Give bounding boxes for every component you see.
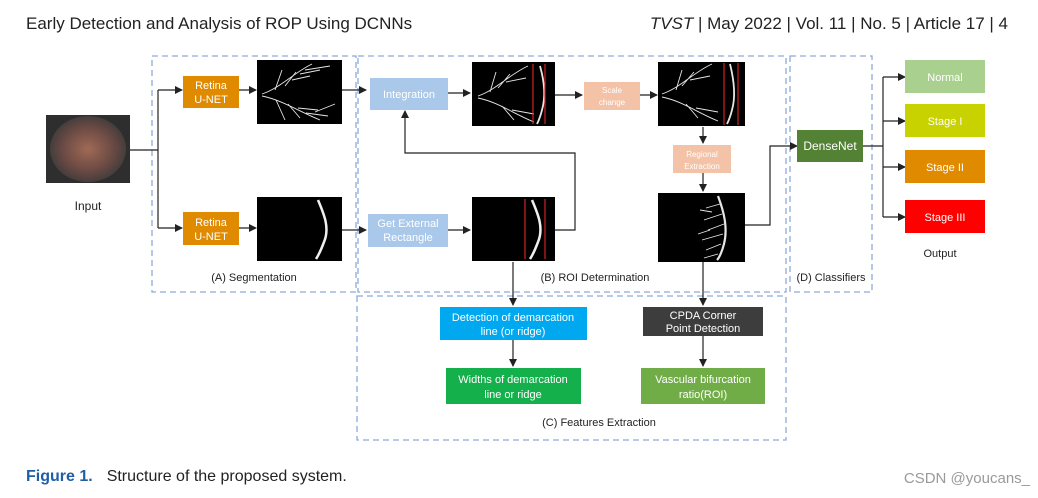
densenet-box: DenseNet: [797, 130, 863, 162]
svg-text:Detection of demarcation: Detection of demarcation: [452, 312, 574, 324]
svg-text:CPDA Corner: CPDA Corner: [670, 310, 737, 322]
svg-text:line or ridge: line or ridge: [484, 389, 541, 401]
section-b-frame: [357, 55, 787, 293]
figure-caption: Figure 1. Structure of the proposed syste…: [26, 468, 347, 486]
running-title: Early Detection and Analysis of ROP Usin…: [26, 14, 413, 33]
integration-box: Integration: [370, 78, 448, 110]
svg-text:Widths of demarcation: Widths of demarcation: [458, 374, 567, 386]
detection-demarcation-box: Detection of demarcation line (or ridge): [440, 307, 587, 340]
widths-demarcation-box: Widths of demarcation line or ridge: [446, 368, 581, 404]
input-label: Input: [75, 199, 102, 213]
svg-text:DenseNet: DenseNet: [803, 139, 857, 153]
output-stage1-box: Stage I: [905, 104, 985, 137]
output-stage3-box: Stage III: [905, 200, 985, 233]
svg-text:Stage III: Stage III: [925, 212, 966, 224]
figure-label: Figure 1.: [26, 468, 93, 485]
roi-image: [658, 193, 745, 262]
output-stage2-box: Stage II: [905, 150, 985, 183]
journal-meta: TVST | May 2022 | Vol. 11 | No. 5 | Arti…: [650, 14, 1008, 34]
section-a-frame: [151, 55, 357, 293]
svg-text:Integration: Integration: [383, 89, 435, 101]
section-d-label: (D) Classifiers: [796, 272, 866, 284]
scale-change-box: Scale change: [584, 82, 640, 110]
svg-text:line (or ridge): line (or ridge): [481, 326, 546, 338]
ridge-segmentation-image: [257, 197, 342, 261]
ridge-rectangle-image: [472, 197, 555, 261]
retina-unet-box-2: Retina U-NET: [183, 212, 239, 245]
svg-text:change: change: [599, 98, 626, 107]
svg-text:Rectangle: Rectangle: [383, 232, 433, 244]
scaled-image: [658, 62, 745, 126]
svg-text:Retina: Retina: [195, 217, 228, 229]
caption-text: Structure of the proposed system.: [106, 468, 347, 485]
svg-text:ratio(ROI): ratio(ROI): [679, 389, 727, 401]
section-a-label: (A) Segmentation: [211, 272, 297, 284]
section-d-frame: [789, 55, 873, 293]
integrated-image: [472, 62, 555, 126]
vessel-segmentation-image: [257, 60, 342, 124]
output-normal-box: Normal: [905, 60, 985, 93]
section-c-label: (C) Features Extraction: [542, 417, 656, 429]
get-external-rectangle-box: Get External Rectangle: [368, 214, 448, 247]
input-fundus-image: [46, 115, 130, 183]
svg-text:Extraction: Extraction: [684, 162, 720, 171]
svg-text:Get External: Get External: [377, 218, 438, 230]
svg-text:Regional: Regional: [686, 150, 718, 159]
section-b-label: (B) ROI Determination: [541, 272, 650, 284]
svg-text:Retina: Retina: [195, 80, 228, 92]
vascular-bifurcation-box: Vascular bifurcation ratio(ROI): [641, 368, 765, 404]
retina-unet-box-1: Retina U-NET: [183, 76, 239, 108]
svg-text:Scale: Scale: [602, 86, 623, 95]
svg-text:Point Detection: Point Detection: [666, 323, 741, 335]
svg-text:Vascular bifurcation: Vascular bifurcation: [655, 374, 751, 386]
svg-text:Normal: Normal: [927, 72, 962, 84]
journal-issue: | May 2022 | Vol. 11 | No. 5 | Article 1…: [693, 14, 1008, 33]
regional-extraction-box: Regional Extraction: [673, 145, 731, 173]
cpda-corner-box: CPDA Corner Point Detection: [643, 307, 763, 336]
watermark: CSDN @youcans_: [903, 470, 1030, 487]
svg-text:U-NET: U-NET: [194, 94, 228, 106]
journal-name: TVST: [649, 14, 694, 33]
section-c-frame: [356, 295, 787, 441]
output-label: Output: [923, 248, 956, 260]
svg-text:Stage I: Stage I: [928, 116, 963, 128]
svg-text:U-NET: U-NET: [194, 231, 228, 243]
svg-text:Stage II: Stage II: [926, 162, 964, 174]
